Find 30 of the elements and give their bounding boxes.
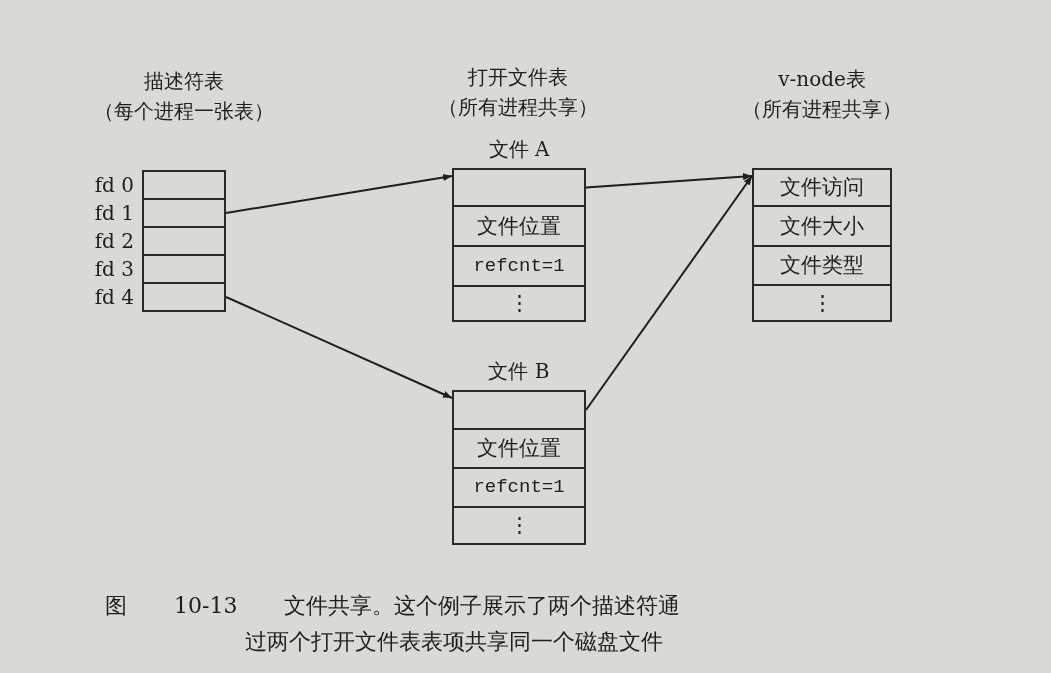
table-heading: 文件 A xyxy=(488,138,550,160)
table-row: refcnt=1 xyxy=(452,245,586,287)
table-row: 文件位置 xyxy=(452,205,586,247)
table-heading: （每个进程一张表） xyxy=(94,100,274,122)
column-heading: 打开文件表 xyxy=(468,66,568,88)
table-row: ⋮ xyxy=(752,284,892,322)
arrow xyxy=(225,296,453,399)
table-heading: （所有进程共享） xyxy=(742,98,902,120)
table-row: 文件大小 xyxy=(752,205,892,247)
table-row: 文件位置 xyxy=(452,428,586,469)
row-label: fd 2 xyxy=(94,231,134,251)
table-row: ⋮ xyxy=(452,506,586,545)
table-row: refcnt=1 xyxy=(452,467,586,508)
arrow xyxy=(585,175,753,411)
table-row: 文件访问 xyxy=(752,168,892,207)
table-row xyxy=(452,390,586,430)
arrow xyxy=(225,173,453,214)
row-label: fd 4 xyxy=(94,287,134,307)
table-row xyxy=(452,168,586,207)
figure-caption: 图 10-13 文件共享。这个例子展示了两个描述符通过两个打开文件表表项共享同一个磁盘文件 xyxy=(105,592,682,656)
table-heading: v-node表 xyxy=(778,68,866,90)
table-row: ⋮ xyxy=(452,285,586,322)
column-heading: （所有进程共享） xyxy=(438,96,598,118)
table-row: 文件类型 xyxy=(752,245,892,286)
table-heading: 文件 B xyxy=(488,360,550,382)
arrow xyxy=(585,173,753,189)
row-label: fd 0 xyxy=(94,175,134,195)
row-label: fd 1 xyxy=(94,203,134,223)
row-label: fd 3 xyxy=(94,259,134,279)
table-heading: 描述符表 xyxy=(144,70,224,92)
